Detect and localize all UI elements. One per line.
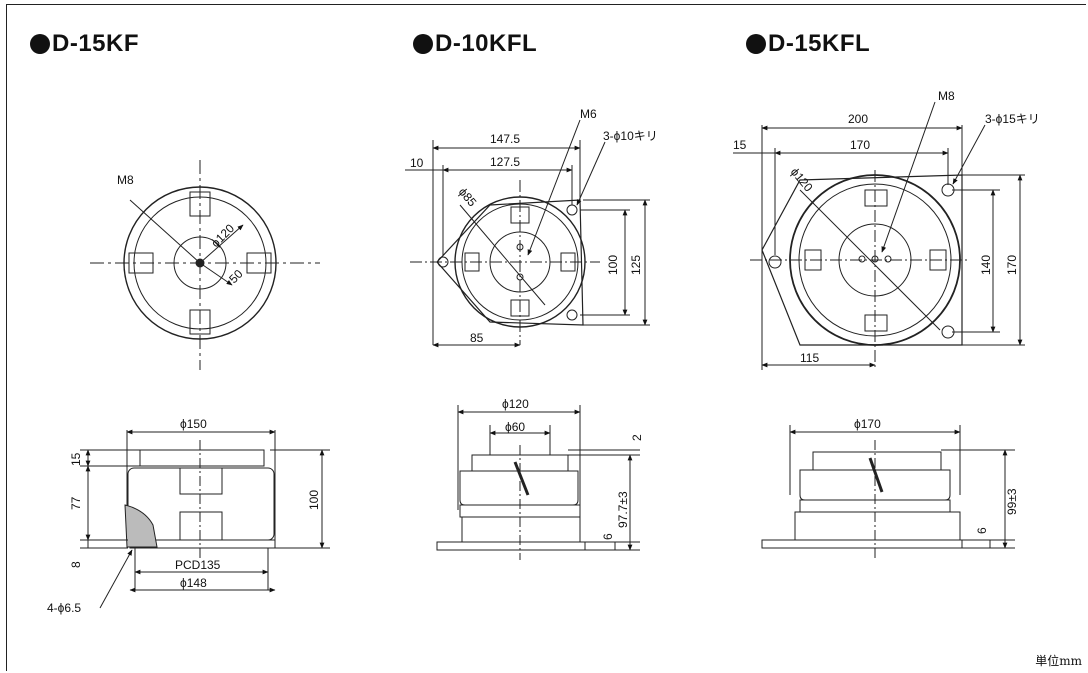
d10kfl-dim-125: 125: [629, 255, 643, 275]
d15kf-thread-label: M8: [117, 173, 134, 187]
d15kfl-top-width: ϕ170: [854, 417, 881, 431]
d10kfl-top-width: ϕ120: [502, 397, 529, 411]
d10kfl-top-view: [405, 119, 650, 348]
d15kfl-side-view: [761, 425, 1015, 560]
d15kfl-dim-6: 6: [975, 527, 989, 534]
d15kfl-dim-115: 115: [800, 351, 819, 365]
title-d15kfl: D-15KFL: [746, 30, 870, 58]
d10kfl-dim-2: 2: [630, 434, 644, 441]
d15kf-side-view: [80, 429, 330, 609]
bullet-icon: [30, 34, 50, 54]
d15kfl-dim-140: 140: [979, 255, 993, 275]
d10kfl-dim-100: 100: [606, 255, 620, 275]
d15kfl-top-view: [733, 101, 1025, 370]
d10kfl-height: 97.7±3: [616, 491, 630, 528]
bullet-icon: [413, 34, 433, 54]
title-d10kfl: D-10KFL: [413, 30, 537, 58]
d15kf-height: 100: [307, 490, 321, 510]
d15kf-dim-77: 77: [69, 496, 83, 510]
d10kfl-dim-85: 85: [470, 331, 484, 345]
d10kfl-thread: M6: [580, 107, 597, 121]
d15kf-top-width: ϕ150: [180, 417, 207, 431]
d15kfl-holes: 3-ϕ15キリ: [985, 112, 1040, 126]
bullet-icon: [746, 34, 766, 54]
d10kfl-side-view: [436, 405, 640, 560]
d15kfl-width-total: 200: [848, 112, 868, 126]
d15kfl-dim-170: 170: [1005, 255, 1019, 275]
d15kfl-thread: M8: [938, 89, 955, 103]
title-d15kf: D-15KF: [30, 30, 139, 58]
model-name: D-15KFL: [768, 30, 871, 57]
d15kfl-diameter: ϕ120: [788, 165, 816, 195]
d15kf-diameter-label: ϕ120: [208, 221, 237, 250]
d10kfl-diameter: ϕ85: [456, 185, 480, 210]
d15kf-dim-8: 8: [69, 561, 83, 568]
d10kfl-holes: 3-ϕ10キリ: [603, 129, 658, 143]
d15kf-dim-15: 15: [69, 452, 83, 466]
d15kfl-hole-pitch: 170: [850, 138, 870, 152]
d10kfl-hole-pitch: 127.5: [490, 155, 520, 169]
d15kf-holes: 4-ϕ6.5: [47, 601, 81, 615]
unit-label: 単位mm: [1035, 654, 1082, 668]
d10kfl-offset: 10: [410, 156, 424, 170]
drawing-frame: [6, 4, 1086, 671]
d15kf-top-view: [90, 160, 320, 370]
d10kfl-dim-6: 6: [601, 533, 615, 540]
model-name: D-10KFL: [435, 30, 538, 57]
d10kfl-inner-width: ϕ60: [505, 420, 525, 434]
d15kfl-offset: 15: [733, 138, 747, 152]
d10kfl-width-total: 147.5: [490, 132, 520, 146]
d15kf-base-width: ϕ148: [180, 576, 207, 590]
d15kf-pcd: PCD135: [175, 558, 221, 572]
model-name: D-15KF: [52, 30, 140, 57]
d15kfl-height: 99±3: [1005, 488, 1019, 515]
